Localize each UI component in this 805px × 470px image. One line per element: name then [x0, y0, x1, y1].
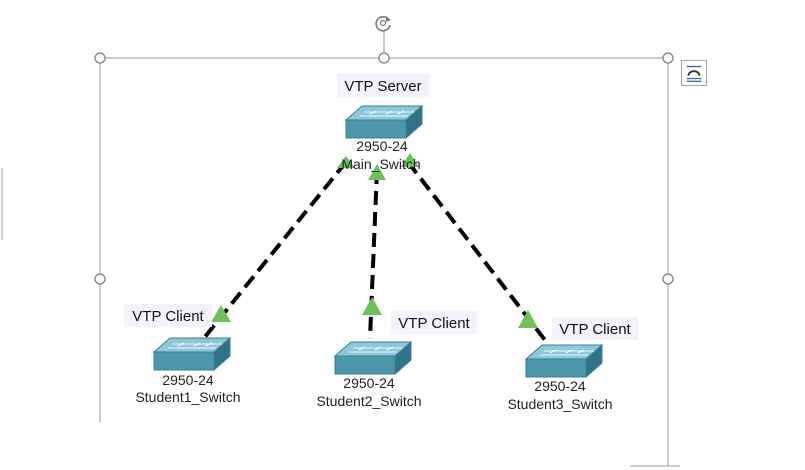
- link-main-student2: [368, 169, 379, 339]
- client1-model-label: 2950-24: [162, 372, 214, 388]
- client-node-2[interactable]: VTP Client 2950-24 Student2_Switch: [316, 311, 477, 409]
- link-main-student3: [406, 160, 550, 346]
- server-role-label-bg: [337, 73, 429, 97]
- client2-model-label: 2950-24: [343, 375, 395, 391]
- client1-role-label: VTP Client: [132, 308, 204, 325]
- client-node-3[interactable]: VTP Client 2950-24 Student3_Switch: [507, 317, 638, 412]
- server-name-label: Main_Switch: [341, 156, 420, 172]
- layout-options-button[interactable]: [681, 60, 707, 86]
- link-up-indicator-student2: [362, 297, 382, 315]
- resize-handle-top[interactable]: [378, 52, 390, 64]
- link-up-indicator-student3: [518, 310, 538, 328]
- resize-handle-top-left[interactable]: [94, 52, 106, 64]
- rotate-icon[interactable]: [372, 12, 394, 34]
- client2-role-label-bg: [391, 311, 477, 334]
- client2-role-label: VTP Client: [398, 315, 470, 332]
- resize-handle-top-right[interactable]: [662, 52, 674, 64]
- client3-role-label-bg: [552, 317, 638, 340]
- link-up-indicator-student1: [211, 305, 231, 322]
- server-switch-icon[interactable]: [345, 105, 423, 139]
- client1-name-label: Student1_Switch: [135, 389, 240, 405]
- server-node[interactable]: VTP Server 2950-24 Main_Switch: [337, 73, 429, 172]
- layout-options-icon: [686, 65, 702, 82]
- client2-name-label: Student2_Switch: [316, 393, 421, 409]
- client1-switch-icon[interactable]: [153, 337, 231, 371]
- server-model-label: 2950-24: [356, 138, 408, 154]
- link-main-student1: [202, 160, 348, 340]
- client-node-1[interactable]: VTP Client 2950-24 Student1_Switch: [124, 304, 241, 405]
- client2-switch-icon[interactable]: [334, 341, 412, 375]
- client3-model-label: 2950-24: [534, 378, 586, 394]
- client3-role-label: VTP Client: [559, 321, 631, 338]
- resize-handle-left[interactable]: [94, 273, 106, 285]
- link-up-indicator-server-2: [368, 164, 386, 180]
- link-up-indicator-server-3: [401, 153, 419, 167]
- resize-handle-right[interactable]: [662, 273, 674, 285]
- server-role-label: VTP Server: [344, 78, 421, 95]
- link-up-indicator-server-1: [337, 156, 355, 168]
- client1-role-label-bg: [124, 304, 212, 327]
- client3-name-label: Student3_Switch: [507, 396, 612, 412]
- client3-switch-icon[interactable]: [525, 344, 603, 378]
